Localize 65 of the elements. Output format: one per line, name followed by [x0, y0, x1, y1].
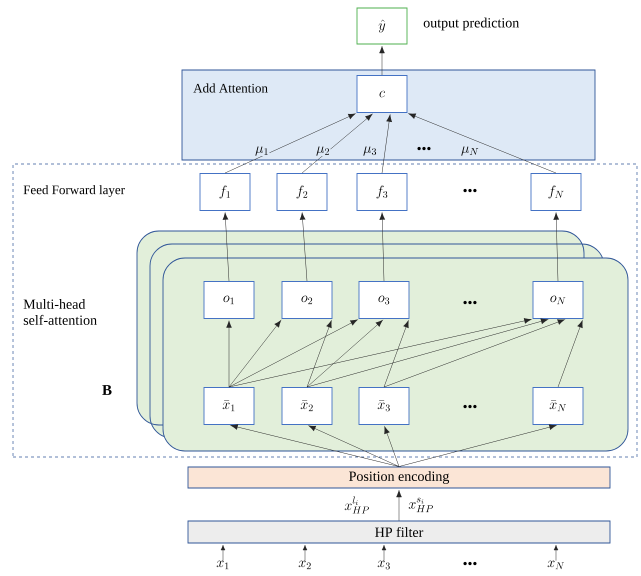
arrow	[382, 544, 386, 561]
variable-box: $\bar{x}_3$	[358, 387, 410, 425]
variable-box: $f_1$	[200, 173, 250, 211]
arrow	[384, 319, 565, 388]
arrow	[384, 320, 409, 388]
arrow	[228, 320, 358, 388]
attention-panel	[182, 70, 596, 160]
arrow	[300, 212, 308, 282]
edge-label: $\mu_3$	[363, 146, 376, 156]
arrow	[226, 320, 232, 388]
filter-bar: HP filter	[188, 520, 610, 544]
section-label: Multi-head self-attention	[24, 299, 97, 325]
variable-box: $o_3$	[358, 281, 410, 319]
arrow	[396, 490, 402, 521]
arrow	[228, 318, 532, 388]
arrow	[553, 212, 560, 282]
variable-box: $\bar{x}_N$	[532, 387, 584, 425]
block-label: B	[102, 385, 112, 395]
ellipsis: •••	[463, 404, 477, 408]
variable-box: $o_N$	[532, 281, 584, 319]
arrow	[554, 544, 558, 561]
variable-box: $\bar{x}_1$	[204, 387, 254, 425]
edge-label: $\mu_1$	[255, 146, 268, 156]
edge-label: $\mu_N$	[461, 146, 478, 156]
arrow	[308, 425, 400, 467]
variable-box: $c$	[356, 75, 408, 113]
input-variable: $x_1$	[216, 560, 228, 570]
variable-box: $o_1$	[204, 281, 254, 319]
arrow	[558, 320, 583, 388]
variable-box: $\bar{x}_2$	[282, 387, 332, 425]
arrow	[302, 114, 373, 174]
arrow	[230, 424, 400, 467]
ellipsis: •••	[463, 300, 477, 304]
variable-box: $f_N$	[530, 173, 582, 211]
arrow	[224, 113, 356, 174]
ellipsis: •••	[463, 188, 477, 192]
encoding-bar: Position encoding	[188, 466, 610, 488]
layer-region	[12, 164, 638, 458]
arrow	[306, 318, 548, 388]
arrow	[306, 320, 332, 388]
arrow	[228, 320, 282, 388]
signal-label: $x_{HP}^{s_i}$	[408, 498, 433, 512]
variable-box: $f_3$	[356, 173, 408, 211]
arrow	[379, 46, 385, 76]
ellipsis: •••	[417, 146, 431, 150]
arrow	[306, 320, 383, 388]
input-variable: $x_N$	[548, 560, 564, 570]
arrow	[384, 426, 400, 467]
arrow	[382, 114, 392, 174]
output-box: $\hat{y}$	[356, 8, 408, 44]
edge-label: $\mu_2$	[316, 146, 329, 156]
ellipsis: •••	[463, 562, 477, 566]
signal-label: $x_{HP}^{l_i}$	[344, 496, 369, 514]
arrow	[222, 212, 230, 282]
arrow	[379, 212, 386, 282]
side-caption: output prediction	[424, 18, 520, 30]
region-heading: Feed Forward layer	[24, 185, 125, 197]
arrow	[302, 544, 308, 561]
arrow	[220, 544, 226, 561]
arrow	[398, 424, 556, 467]
input-variable: $x_2$	[298, 560, 311, 570]
panel-heading: Add Attention	[193, 83, 268, 93]
variable-box: $f_2$	[276, 173, 328, 211]
input-variable: $x_3$	[378, 560, 390, 570]
variable-box: $o_2$	[282, 281, 332, 319]
